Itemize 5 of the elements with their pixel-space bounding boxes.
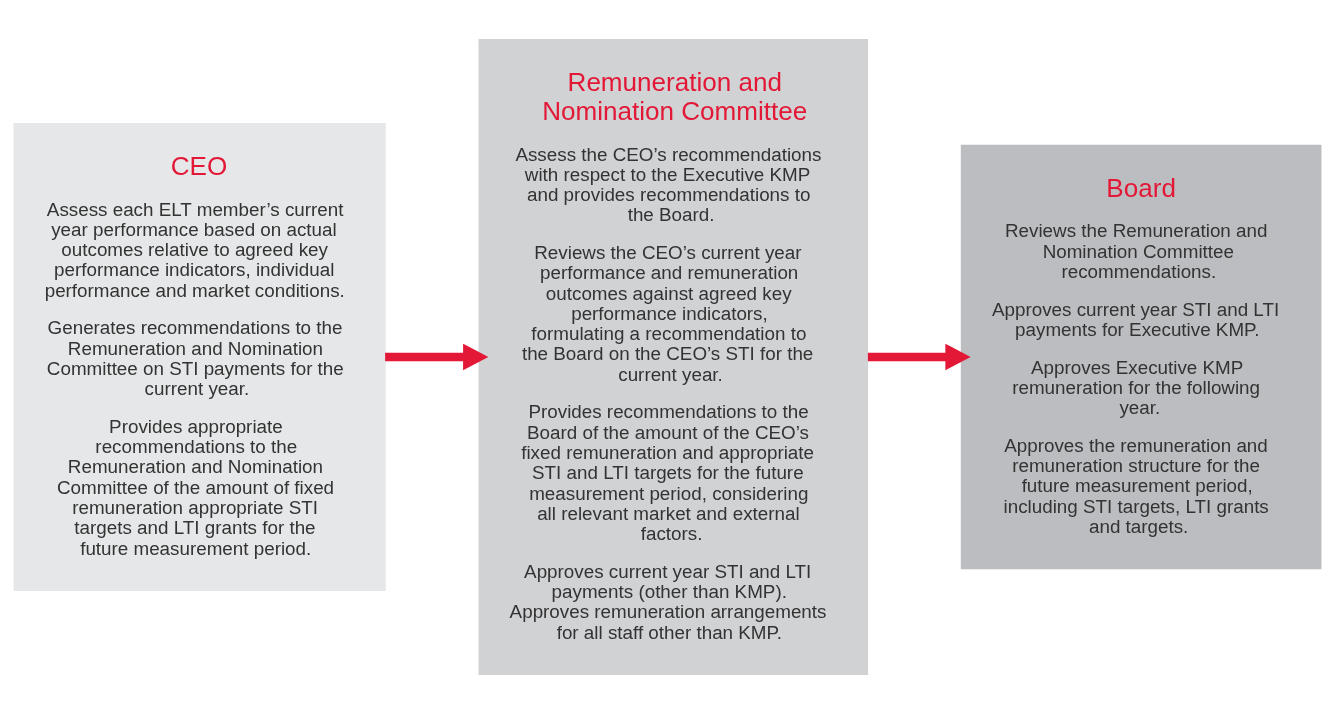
- arrow: [385, 343, 489, 370]
- node-box: CEO Assess each ELT member’s current year performance based on actual outcomes relative to agreed key performance indicators, individual performance and market conditions. Generates recommendations to the Remuneration and Nomination Committee on STI payments for the current year. Provides appropriate recommendations to the Remuneration and Nomination Committee of the amount of fixed remuneration appropriate STI targets and LTI grants for the future measurement period.: [13, 122, 386, 591]
- node-box: Board Reviews the Remuneration and Nomination Committee recommendations. Approves current year STI and LTI payments for Executive KMP. Approves Executive KMP remuneration for the following year. Approves the remuneration and remuneration structure for the future measurement period, including STI targets, LTI grants and targets.: [960, 144, 1322, 569]
- node-box: Remuneration and Nomination Committee Assess the CEO’s recommendations with respect to the Executive KMP and provides recommendations to the Board. Reviews the CEO’s current year performance and remuneration outcomes against agreed key performance indicators, formulating a recommendation to the Board on the CEO’s STI for the current year. Provides recommendations to the Board of the amount of the CEO’s fixed remuneration and appropriate STI and LTI targets for the future measurement period, considering all relevant market and external factors. Approves current year STI and LTI payments (other than KMP). Approves remuneration arrangements for all staff other than KMP.: [478, 38, 869, 675]
- arrow: [867, 343, 971, 370]
